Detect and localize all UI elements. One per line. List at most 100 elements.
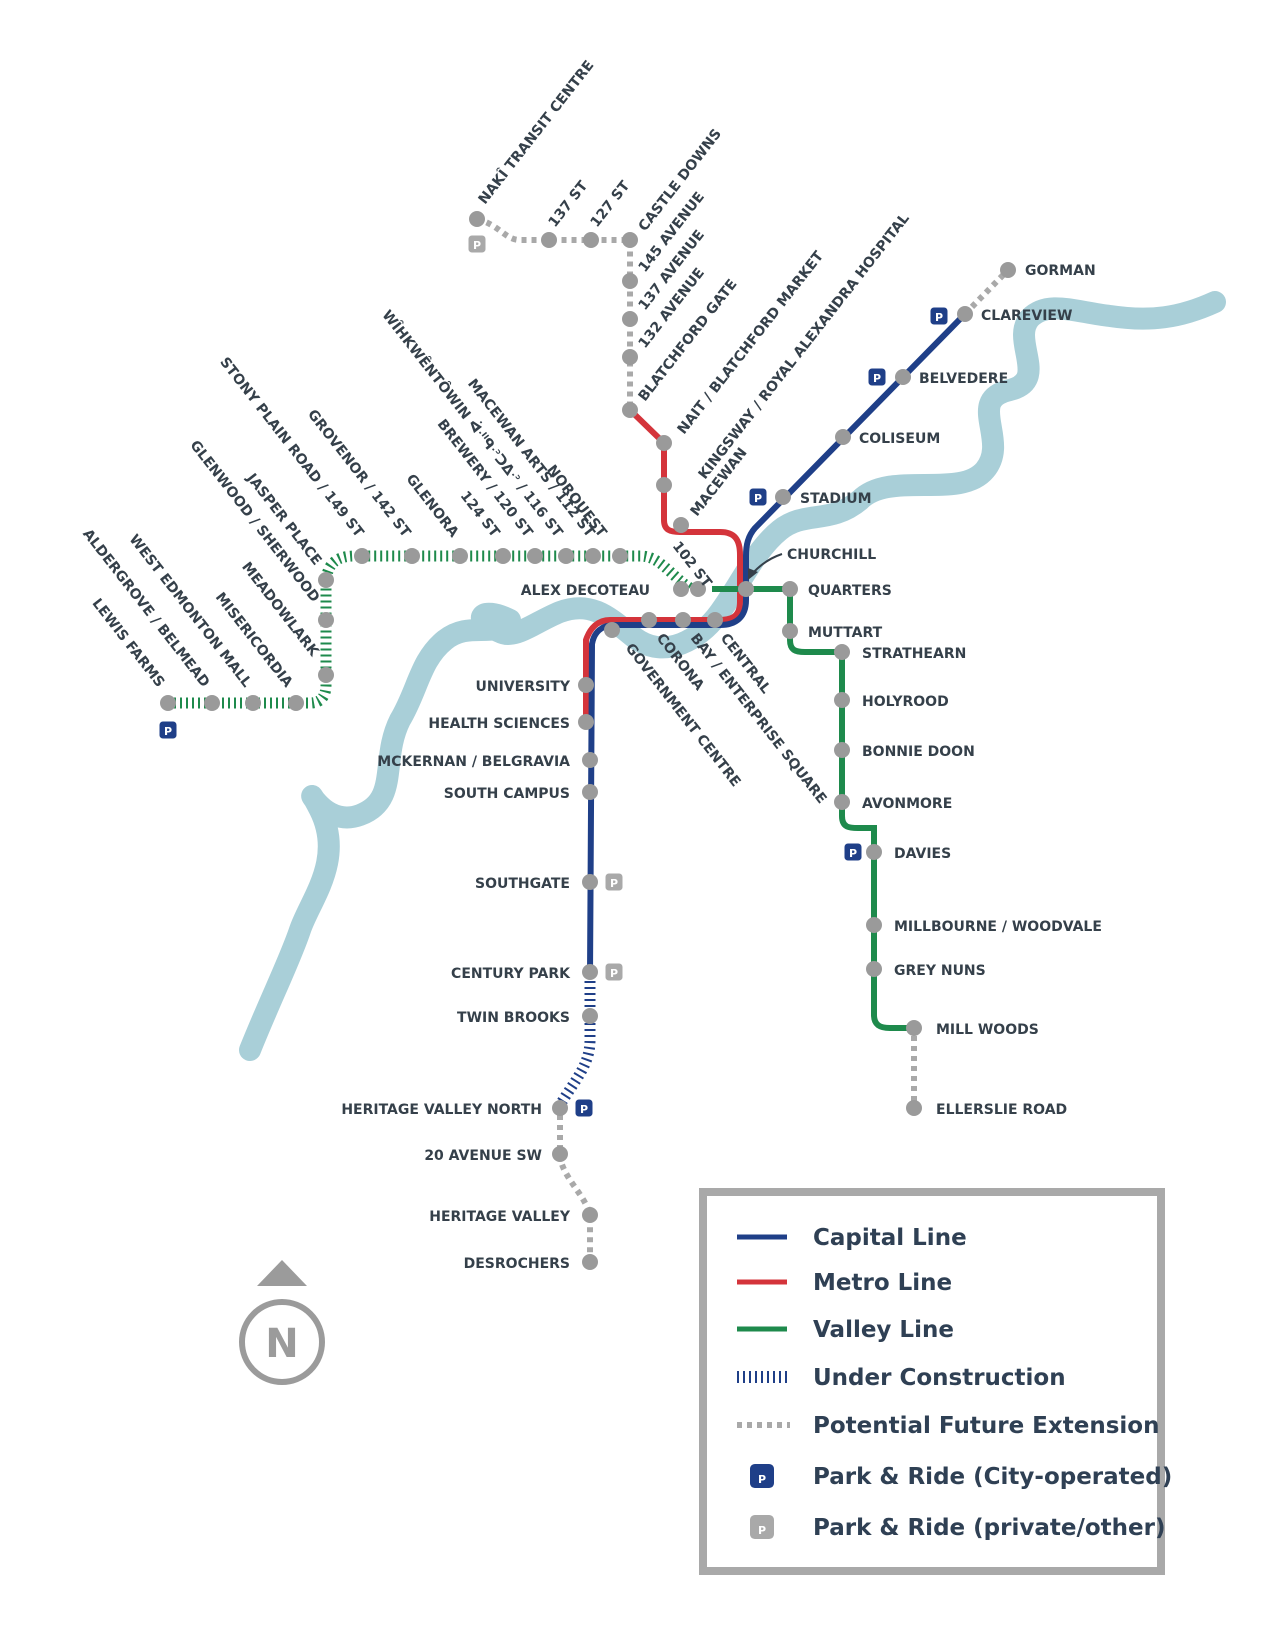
station-label-stadium: STADIUM bbox=[800, 491, 872, 507]
station-label-bay: BAY / ENTERPRISE SQUARE bbox=[687, 631, 830, 807]
station-dot-desrochers bbox=[582, 1254, 598, 1270]
station-dot-macewan_arts bbox=[585, 548, 601, 564]
station-dot-jasper_place bbox=[318, 572, 334, 588]
future-line-gorman bbox=[962, 267, 1011, 317]
legend-label-metro: Metro Line bbox=[813, 1270, 952, 1296]
station-label-millbourne: MILLBOURNE / WOODVALE bbox=[894, 919, 1102, 935]
capital-line bbox=[587, 311, 968, 976]
station-label-mill_woods: MILL WOODS bbox=[936, 1022, 1039, 1038]
legend-label-capital: Capital Line bbox=[813, 1225, 967, 1251]
park-ride-private-icon: P bbox=[468, 235, 486, 253]
station-label-century_park: CENTURY PARK bbox=[451, 966, 571, 982]
station-dot-ave20sw bbox=[552, 1146, 568, 1162]
station-label-bonnie_doon: BONNIE DOON bbox=[862, 744, 975, 760]
station-label-strathearn: STRATHEARN bbox=[862, 646, 966, 662]
svg-text:P: P bbox=[873, 372, 881, 385]
station-dot-a137 bbox=[622, 311, 638, 327]
legend-label-construction: Under Construction bbox=[813, 1365, 1066, 1391]
station-dot-stony_plain bbox=[354, 548, 370, 564]
station-label-belvedere: BELVEDERE bbox=[919, 371, 1008, 387]
station-dot-davies bbox=[866, 844, 882, 860]
station-dot-norquest bbox=[612, 548, 628, 564]
svg-text:P: P bbox=[754, 492, 762, 505]
station-dot-avonmore bbox=[834, 794, 850, 810]
station-dot-bay bbox=[675, 612, 691, 628]
station-dot-glenora bbox=[452, 548, 468, 564]
park-ride-private-icon: P bbox=[605, 873, 623, 891]
park-ride-city-icon: P bbox=[575, 1099, 593, 1117]
station-label-davies: DAVIES bbox=[894, 846, 951, 862]
station-dot-millbourne bbox=[866, 917, 882, 933]
svg-text:P: P bbox=[935, 311, 943, 324]
legend-label-park_city: Park & Ride (City-operated) bbox=[813, 1464, 1172, 1490]
station-dot-churchill bbox=[738, 581, 754, 597]
station-label-quarters: QUARTERS bbox=[808, 583, 892, 599]
north-compass: N bbox=[239, 1260, 325, 1385]
station-dot-kingsway bbox=[656, 477, 672, 493]
station-dot-alex_decoteau bbox=[690, 581, 706, 597]
legend-item-future: Potential Future Extension bbox=[737, 1413, 1159, 1439]
station-label-s127: 127 ST bbox=[588, 178, 634, 231]
stations-layer bbox=[160, 211, 1016, 1270]
station-dot-s124 bbox=[495, 548, 511, 564]
station-dot-bonnie_doon bbox=[834, 742, 850, 758]
station-dot-nait bbox=[656, 435, 672, 451]
legend-item-metro: Metro Line bbox=[737, 1270, 952, 1296]
station-dot-corona bbox=[641, 612, 657, 628]
station-dot-holyrood bbox=[834, 692, 850, 708]
station-dot-grovenor bbox=[404, 548, 420, 564]
station-label-health_sciences: HEALTH SCIENCES bbox=[428, 716, 570, 732]
station-label-alex_decoteau: ALEX DECOTEAU bbox=[521, 583, 650, 599]
station-dot-brewery bbox=[527, 548, 543, 564]
station-dot-heritage_north bbox=[552, 1100, 568, 1116]
park-ride-city-icon: P bbox=[930, 307, 948, 325]
station-dot-muttart bbox=[782, 623, 798, 639]
station-label-avonmore: AVONMORE bbox=[862, 796, 952, 812]
station-dot-university bbox=[578, 677, 594, 693]
park-ride-city-icon: P bbox=[868, 368, 886, 386]
station-dot-aldergrove bbox=[204, 695, 220, 711]
station-dot-quarters bbox=[782, 581, 798, 597]
svg-text:P: P bbox=[610, 967, 618, 980]
station-dot-meadowlark bbox=[318, 667, 334, 683]
station-dot-health_sciences bbox=[578, 714, 594, 730]
station-dot-stadium bbox=[775, 489, 791, 505]
station-dot-coliseum bbox=[835, 429, 851, 445]
station-dot-mill_woods bbox=[906, 1020, 922, 1036]
station-label-desrochers: DESROCHERS bbox=[464, 1256, 570, 1272]
station-dot-central bbox=[707, 612, 723, 628]
station-label-muttart: MUTTART bbox=[808, 625, 883, 641]
station-label-clareview: CLAREVIEW bbox=[981, 308, 1072, 324]
station-dot-gov_centre bbox=[604, 622, 620, 638]
churchill-arrow bbox=[748, 553, 783, 580]
svg-text:P: P bbox=[610, 877, 618, 890]
legend-item-valley: Valley Line bbox=[737, 1317, 954, 1343]
station-dot-lewis_farms bbox=[160, 695, 176, 711]
station-dot-west_ed bbox=[245, 695, 261, 711]
legend-label-valley: Valley Line bbox=[813, 1317, 954, 1343]
station-dot-southgate bbox=[582, 874, 598, 890]
svg-text:P: P bbox=[849, 847, 857, 860]
station-dot-clareview bbox=[957, 306, 973, 322]
svg-text:P: P bbox=[758, 1473, 766, 1486]
station-dot-wihkwentowin bbox=[558, 548, 574, 564]
station-dot-castle_downs bbox=[622, 232, 638, 248]
park-ride-city-icon: P bbox=[844, 843, 862, 861]
legend-label-park_private: Park & Ride (private/other) bbox=[813, 1515, 1165, 1541]
north-arrow-icon bbox=[257, 1260, 307, 1286]
capital-construction bbox=[555, 975, 596, 1108]
station-label-ave20sw: 20 AVENUE SW bbox=[424, 1148, 542, 1164]
station-dot-heritage_valley bbox=[582, 1207, 598, 1223]
station-dot-south_campus bbox=[582, 784, 598, 800]
station-dot-twin_brooks bbox=[582, 1008, 598, 1024]
compass-ring bbox=[239, 1299, 325, 1385]
metro-line bbox=[583, 407, 743, 716]
station-label-heritage_north: HERITAGE VALLEY NORTH bbox=[341, 1102, 542, 1118]
svg-text:P: P bbox=[580, 1103, 588, 1116]
station-dot-strathearn bbox=[834, 644, 850, 660]
station-label-holyrood: HOLYROOD bbox=[862, 694, 949, 710]
park-ride-city-icon: P bbox=[749, 488, 767, 506]
